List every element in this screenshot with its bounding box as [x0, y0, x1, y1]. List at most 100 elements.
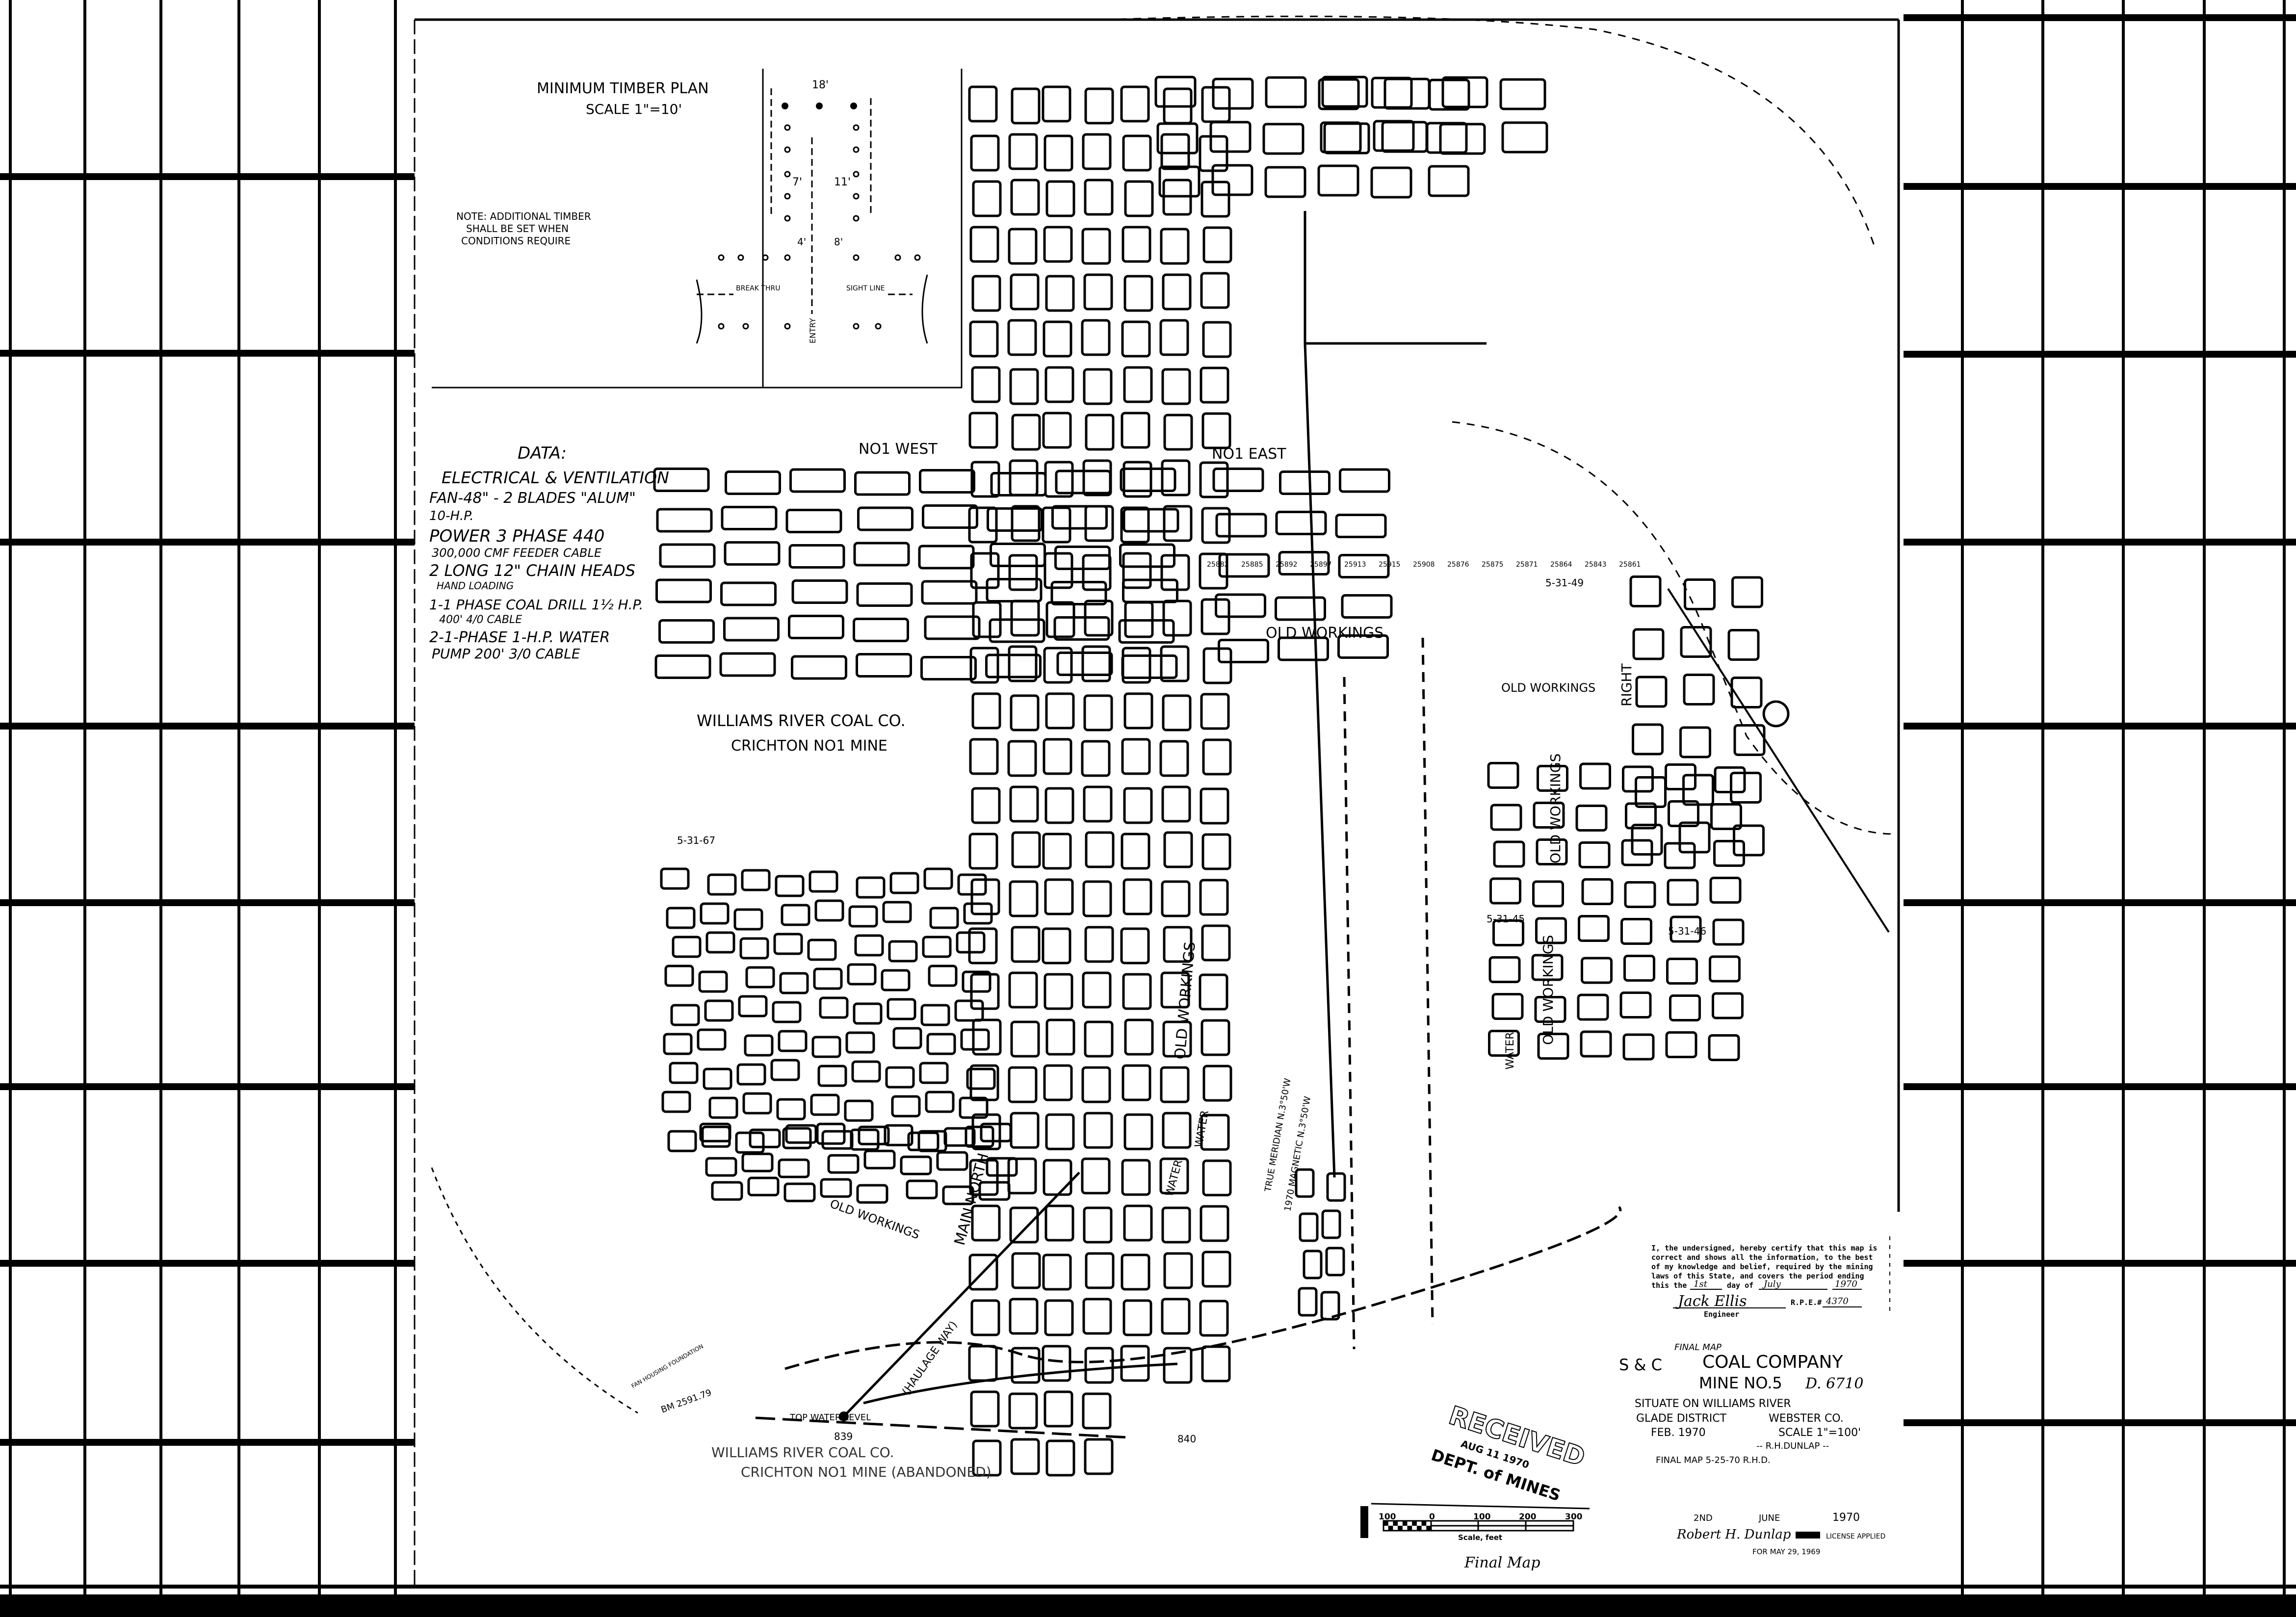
pillar	[1201, 412, 1231, 449]
title-block: FINAL MAP S & C COAL COMPANY MINE NO.5 D…	[1619, 1342, 1885, 1556]
pillar	[1083, 273, 1113, 311]
pillar	[1156, 122, 1199, 155]
pillar	[1303, 1250, 1323, 1279]
pillar	[1532, 880, 1564, 908]
pillar	[1200, 181, 1230, 218]
pillar	[1667, 879, 1699, 906]
data-line: HAND LOADING	[437, 580, 514, 592]
dim-left: 7'	[792, 176, 802, 188]
license-applied: LICENSE APPLIED	[1826, 1533, 1885, 1540]
pillar	[1044, 134, 1073, 172]
label-survey: 5-31-49	[1545, 577, 1584, 589]
pillar	[1044, 878, 1074, 915]
timber-post	[737, 254, 744, 261]
pillar	[724, 541, 781, 566]
pillar	[789, 468, 846, 493]
pillar	[1326, 1172, 1346, 1202]
company-name: COAL COMPANY	[1702, 1352, 1843, 1372]
data-heading: DATA:	[518, 443, 567, 463]
pillar	[660, 867, 690, 890]
pillar	[963, 902, 993, 925]
pillar	[888, 940, 918, 963]
pillar	[733, 908, 763, 931]
pillar	[1163, 414, 1193, 451]
pillar	[742, 1092, 772, 1115]
pillar	[1161, 880, 1191, 917]
pillar	[1665, 763, 1696, 790]
timber-post	[784, 323, 791, 330]
pillar	[1299, 1212, 1319, 1242]
pillar	[1083, 1206, 1113, 1244]
pillar	[1010, 1438, 1040, 1475]
label-williams-river-bottom: WILLIAMS RIVER COAL CO.	[711, 1444, 894, 1461]
pillar	[968, 506, 998, 544]
pillar	[782, 1127, 812, 1149]
pillar	[1084, 87, 1114, 125]
pillar	[1124, 1018, 1154, 1056]
pillar	[1160, 971, 1190, 1009]
pillar	[889, 872, 919, 894]
pillar	[978, 1181, 1011, 1201]
pillar	[929, 907, 959, 929]
label-no-west: NO1 WEST	[859, 441, 938, 458]
pillar	[1381, 121, 1428, 153]
pillar	[1373, 120, 1415, 152]
mine-workings	[653, 76, 1766, 1477]
pillar	[1081, 1066, 1111, 1103]
pillar	[1201, 924, 1231, 962]
scale-tick: 200	[1519, 1512, 1537, 1522]
pillar	[1441, 76, 1488, 108]
pillar	[1426, 122, 1468, 154]
pillar	[1635, 776, 1667, 808]
pillar	[820, 1178, 852, 1198]
scale-checker	[1416, 1526, 1422, 1531]
pillar	[1632, 628, 1665, 660]
pillar	[970, 552, 1000, 589]
pillar	[1489, 877, 1521, 905]
pillar	[1428, 165, 1470, 197]
cert-year: 1970	[1835, 1279, 1857, 1289]
scale-checker	[1412, 1521, 1417, 1526]
rpe-label: R.P.E.#	[1791, 1298, 1822, 1307]
pillar	[1321, 1209, 1341, 1239]
pillar	[1082, 133, 1112, 170]
pillar	[1121, 654, 1178, 679]
pillar	[1009, 1298, 1039, 1335]
sight-line-label: SIGHT LINE	[846, 285, 885, 292]
pillar	[969, 320, 999, 358]
pillar	[1044, 552, 1073, 589]
pillar	[1044, 973, 1073, 1010]
pillar	[1009, 1206, 1039, 1244]
pillar	[1731, 576, 1763, 608]
pillar	[1122, 578, 1178, 603]
pillar	[1383, 78, 1431, 110]
surveyor: -- R.H.DUNLAP --	[1756, 1441, 1829, 1451]
pillar	[845, 1031, 875, 1054]
pillar	[1123, 1113, 1153, 1150]
pillar	[881, 969, 911, 991]
pillar	[1084, 505, 1114, 542]
pillar	[1215, 593, 1266, 618]
pillar	[666, 907, 696, 929]
pillar	[853, 1002, 883, 1025]
timber-post	[816, 103, 823, 109]
pillar	[1044, 787, 1074, 824]
elevation-label: 25875	[1482, 561, 1504, 569]
pillar	[854, 471, 911, 496]
pillar	[1050, 581, 1107, 605]
pillar	[856, 1184, 888, 1204]
pillar	[1121, 320, 1151, 358]
pillar	[1275, 511, 1327, 535]
pillar	[1679, 726, 1711, 758]
pillar	[778, 1030, 808, 1052]
pillar	[772, 1001, 802, 1023]
pillar	[1042, 1253, 1072, 1291]
pillar	[656, 508, 713, 533]
timber-post	[853, 146, 860, 153]
pillar	[788, 615, 844, 639]
pillar	[1202, 738, 1232, 776]
pillar	[1622, 1033, 1655, 1061]
pillar	[1121, 412, 1150, 449]
pillar	[1043, 647, 1073, 684]
